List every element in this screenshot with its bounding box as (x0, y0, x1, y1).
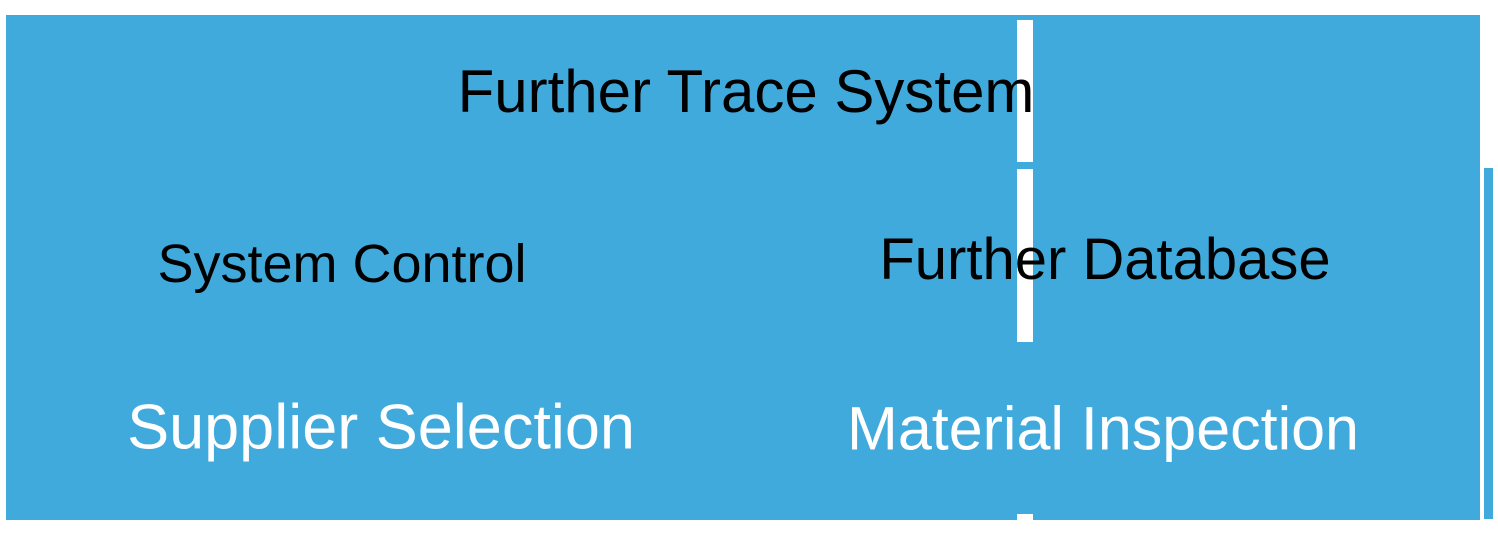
node-further-database: Further Database (879, 227, 1331, 292)
node-material-inspection: Material Inspection (847, 394, 1359, 463)
right-edge-shape (1484, 168, 1493, 519)
column-divider-segment-top (1017, 20, 1033, 162)
column-divider-segment-bottom (1017, 514, 1033, 520)
diagram-title: Further Trace System (457, 58, 1035, 125)
column-divider-segment-middle (1017, 169, 1033, 342)
node-supplier-selection: Supplier Selection (127, 392, 635, 463)
node-system-control: System Control (157, 234, 527, 294)
diagram-panel (6, 15, 1480, 520)
